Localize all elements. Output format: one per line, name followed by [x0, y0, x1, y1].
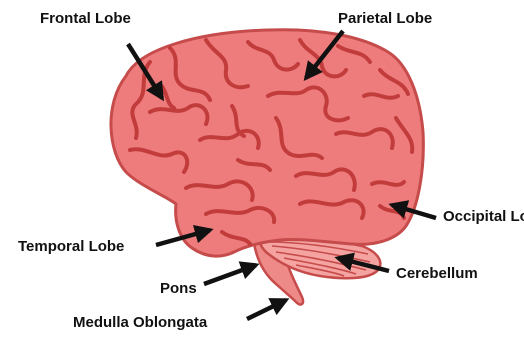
label-occipital-lobe: Occipital Lobe: [443, 207, 523, 227]
label-cerebellum: Cerebellum: [396, 265, 478, 282]
arrow-medulla: [247, 300, 286, 319]
label-pons: Pons: [160, 280, 197, 297]
label-frontal-lobe: Frontal Lobe: [40, 10, 131, 27]
label-medulla-oblongata: Medulla Oblongata: [73, 314, 207, 331]
label-temporal-lobe: Temporal Lobe: [18, 238, 124, 255]
arrow-pons: [204, 265, 256, 284]
cerebrum: [111, 30, 423, 256]
label-parietal-lobe: Parietal Lobe: [338, 10, 432, 27]
